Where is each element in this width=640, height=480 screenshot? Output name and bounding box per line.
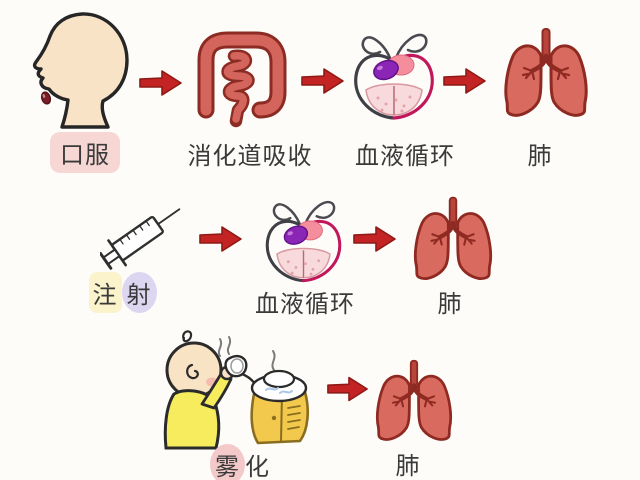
step-label-lung-injection: 肺 [437,290,463,318]
step-label-digestive-absorption: 消化道吸收 [187,142,313,170]
intestines-icon [197,31,287,128]
lungs-icon [413,196,493,280]
lungs-icon [504,28,588,117]
arrow-right-icon [443,68,486,94]
head-swallowing-pill-icon [32,12,129,129]
step-label-blood-circulation-injection: 血液循环 [255,290,355,318]
heart-circulation-icon [354,33,434,120]
pill-icon [40,91,52,105]
nebulization-char2: 化 [245,453,270,480]
pill-icon [373,59,399,81]
pill-icon [283,225,309,245]
injection-char2-highlight: 射 [121,272,157,313]
oral-label-highlight: 口服 [50,132,120,173]
baby-arm [200,372,233,410]
arrow-right-icon [139,70,182,96]
route-label-injection: 注射 [80,272,165,313]
step-label-blood-circulation-oral: 血液循环 [355,142,455,170]
syringe-icon [100,208,181,270]
lungs-icon [375,359,453,441]
baby-nebulizer-icon [163,330,310,450]
baby-ear [186,363,199,380]
injection-char1-highlight: 注 [88,272,122,313]
arrow-right-icon [301,68,344,94]
route-label-oral: 口服 [40,132,130,173]
step-label-lung-oral: 肺 [527,142,553,170]
baby-hair-curl [182,330,193,343]
arrow-right-icon [353,226,396,252]
heart-circulation-icon [265,200,342,283]
arrow-right-icon [327,376,368,402]
nebulizer-machine-body [250,390,310,445]
route-label-nebulization: 雾化 [195,444,285,480]
arrow-right-icon [199,226,242,252]
nebulization-char1-highlight: 雾 [210,444,245,480]
step-label-lung-nebulization: 肺 [395,452,421,480]
